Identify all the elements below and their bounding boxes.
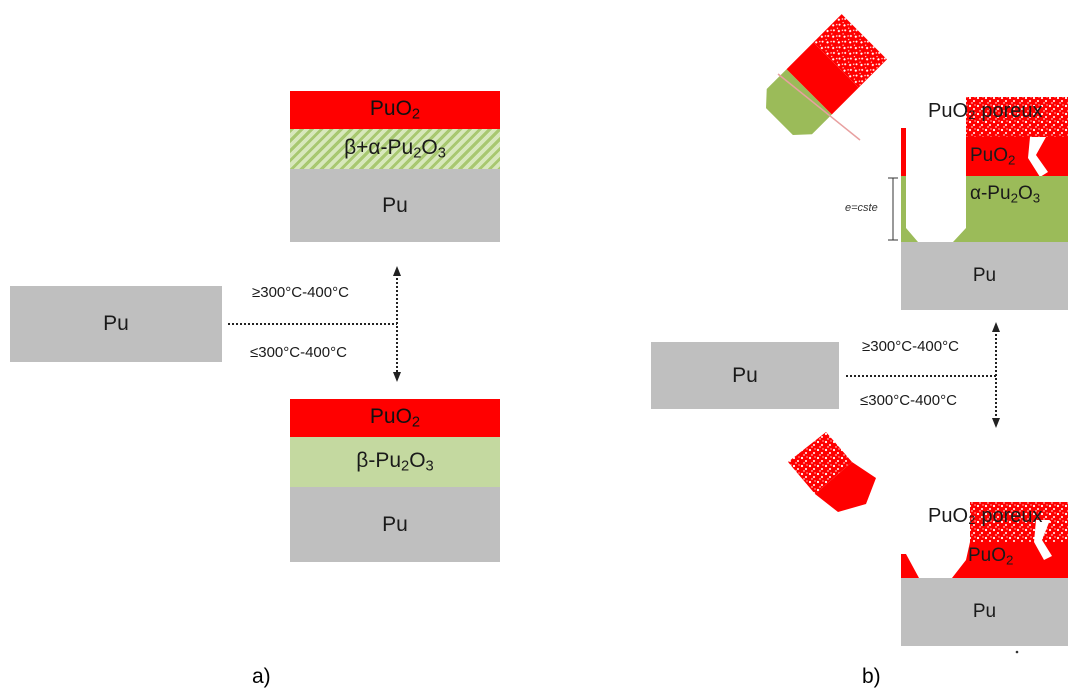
panel-b-lower-stack-shapes — [901, 502, 1068, 654]
panel-b-start-pu-label: Pu — [732, 363, 758, 387]
beta-alpha-pre: β+α-Pu — [344, 136, 414, 160]
thickness-marker — [888, 177, 898, 241]
lower-pu-label: Pu — [382, 512, 408, 536]
panel-a-down-arrowhead — [393, 372, 401, 382]
beta-alpha-sub1: 2 — [413, 145, 422, 162]
fragment-dense-layer — [786, 42, 859, 115]
beta-alpha-sub2: 3 — [437, 145, 446, 162]
beta-sub2: 3 — [425, 458, 434, 475]
panel-a-lower-pu: Pu — [290, 487, 500, 562]
alpha-sub1: 2 — [1010, 190, 1018, 206]
fragment-outline-edge — [777, 73, 861, 141]
panel-b-upper-oxide-label: α-Pu2O3 — [970, 183, 1040, 205]
b-upper-dense-sub: 2 — [1008, 152, 1016, 168]
fragment-lower-dense — [815, 462, 876, 512]
panel-a-lower-puo2: PuO2 — [290, 399, 500, 437]
metal-pu-upper — [901, 242, 1068, 310]
b-lower-dense-sub: 2 — [1006, 552, 1014, 568]
panel-b-upper-stack-shapes — [901, 97, 1068, 310]
panel-b-arrows — [846, 322, 1000, 428]
upper-puo2-sub: 2 — [411, 106, 421, 123]
panel-a-upper-pu: Pu — [290, 169, 500, 242]
lower-puo2-text: PuO — [369, 405, 412, 429]
upper-pu-label: Pu — [382, 193, 408, 217]
spalled-fragment-upper — [766, 14, 887, 135]
dense-puo2-layer — [966, 137, 1068, 177]
spalled-fragment-lower — [788, 432, 876, 512]
panel-b-lower-dense-label: PuO2 — [968, 545, 1013, 567]
panel-b-caption: b) — [862, 665, 881, 688]
panel-b-lower-porous-label: PuO₂ poreux — [928, 505, 1043, 527]
dense-crack — [1028, 137, 1048, 177]
fragment-porous-layer — [813, 14, 887, 88]
panel-a-temp-high: ≥300°C-400°C — [252, 284, 349, 301]
panel-b-upper-dense-label: PuO2 — [970, 145, 1015, 167]
panel-b-temp-low: ≤300°C-400°C — [860, 392, 957, 409]
panel-a-caption: a) — [252, 665, 271, 688]
alpha-pre: α-Pu — [970, 183, 1011, 204]
porous-puo2-layer-lower — [970, 502, 1068, 542]
panel-a-upper-puo2: PuO2 — [290, 91, 500, 129]
panel-b-temp-high: ≥300°C-400°C — [862, 338, 959, 355]
panel-a-temp-low: ≤300°C-400°C — [250, 344, 347, 361]
beta-alpha-mid: O — [421, 136, 438, 160]
panel-b-down-arrowhead — [992, 418, 1000, 428]
beta-sub1: 2 — [401, 458, 410, 475]
alpha-sub2: 3 — [1032, 190, 1041, 206]
b-lower-dense-text: PuO — [968, 545, 1007, 566]
panel-a-arrows — [228, 266, 401, 382]
b-upper-dense-text: PuO — [970, 145, 1009, 166]
beta-mid: O — [409, 449, 426, 473]
panel-b-upper-pu-label: Pu — [972, 265, 997, 286]
porous-puo2-layer — [966, 97, 1068, 137]
thin-red-left-sliver — [901, 128, 906, 176]
stray-dot — [1015, 650, 1019, 654]
panel-a-start-pu: Pu — [10, 286, 222, 362]
upper-puo2-text: PuO — [369, 97, 412, 121]
thin-red-left-lower — [901, 554, 919, 578]
panel-b-start-pu: Pu — [651, 342, 839, 409]
alpha-pu2o3-layer — [901, 176, 1068, 242]
alpha-mid: O — [1017, 183, 1033, 204]
panel-b-lower-pu-label: Pu — [972, 601, 997, 622]
panel-b-upper-porous-label: PuO₂ poreux — [928, 100, 1043, 122]
dense-crack-lower — [1034, 520, 1052, 560]
thickness-label: e=cste — [845, 202, 878, 214]
beta-pre: β-Pu — [356, 449, 402, 473]
panel-a-lower-beta-pu2o3: β-Pu2O3 — [290, 437, 500, 487]
panel-b-up-arrowhead — [992, 322, 1000, 332]
fragment-lower-porous — [788, 432, 852, 494]
metal-pu-lower — [901, 578, 1068, 646]
fragment-oxide-layer — [766, 69, 832, 135]
lower-puo2-sub: 2 — [411, 414, 421, 431]
panel-a-start-pu-label: Pu — [103, 312, 129, 335]
panel-a-up-arrowhead — [393, 266, 401, 276]
panel-a-upper-beta-alpha-pu2o3: β+α-Pu2O3 — [290, 129, 500, 169]
